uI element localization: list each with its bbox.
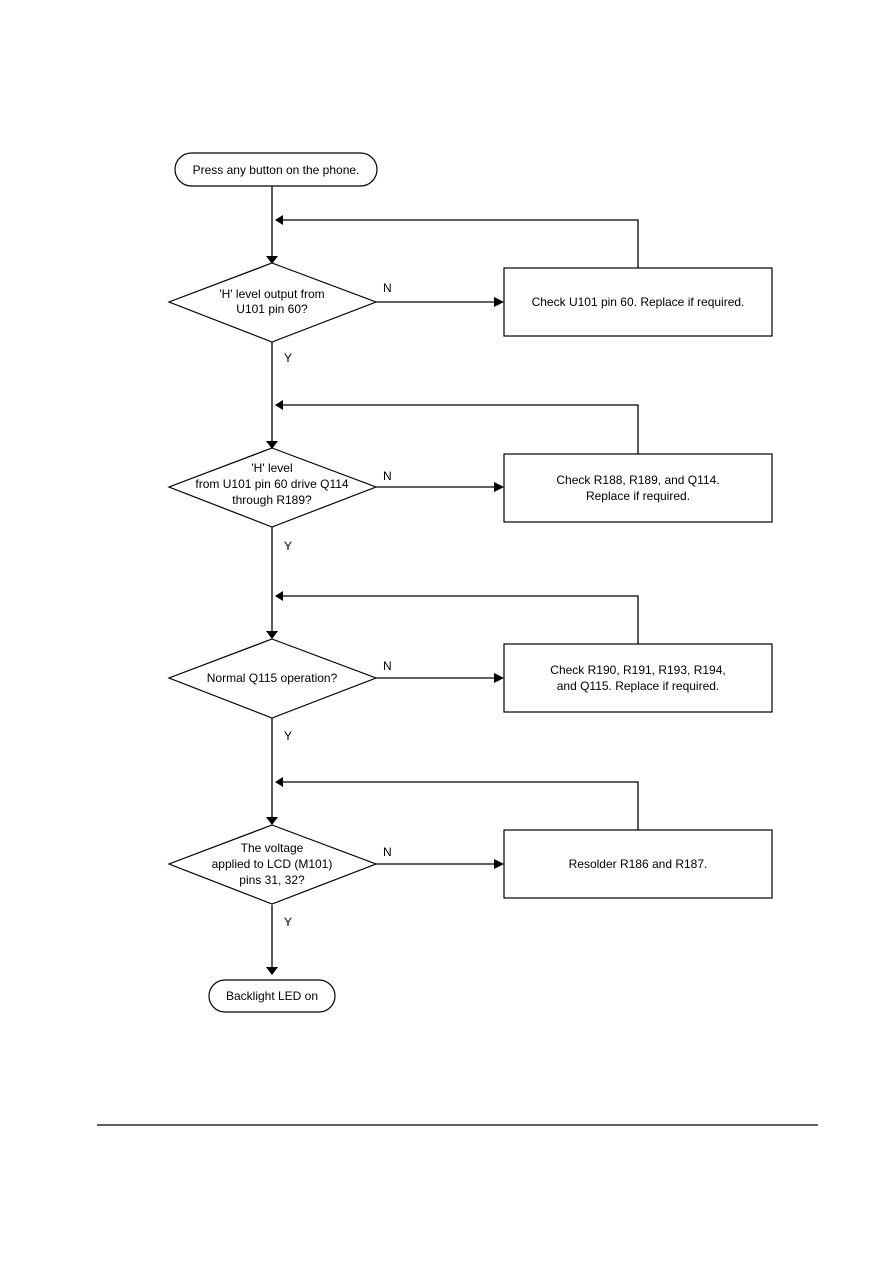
- feedback-loop-3: [275, 591, 639, 644]
- no-branch-2: N: [376, 469, 504, 492]
- yes-label-2: Y: [284, 539, 292, 553]
- decision-2-line-1: 'H' level: [251, 461, 292, 475]
- action-3-line-1: Check R190, R191, R193, R194,: [550, 663, 725, 677]
- action-2: Check R188, R189, and Q114. Replace if r…: [503, 453, 773, 523]
- no-label-2: N: [383, 469, 392, 483]
- decision-4-line-1: The voltage: [241, 841, 304, 855]
- action-3-line-2: and Q115. Replace if required.: [557, 679, 720, 693]
- decision-3: Normal Q115 operation?: [167, 638, 378, 719]
- main-flow-lines: [266, 186, 278, 975]
- action-4: Resolder R186 and R187.: [503, 829, 773, 899]
- feedback-loop-1: [275, 215, 639, 268]
- start-label: Press any button on the phone.: [193, 163, 360, 177]
- decision-2-line-2: from U101 pin 60 drive Q114: [195, 477, 349, 491]
- action-3: Check R190, R191, R193, R194, and Q115. …: [503, 643, 773, 713]
- decision-4: The voltage applied to LCD (M101) pins 3…: [167, 824, 378, 905]
- no-branch-4: N: [376, 845, 504, 869]
- no-label-4: N: [383, 845, 392, 859]
- end-label: Backlight LED on: [226, 989, 318, 1003]
- decision-3-line-1: Normal Q115 operation?: [207, 671, 338, 685]
- decision-4-line-3: pins 31, 32?: [239, 873, 305, 887]
- action-1-line-1: Check U101 pin 60. Replace if required.: [532, 295, 745, 309]
- no-branch-3: N: [376, 659, 504, 683]
- action-4-line-1: Resolder R186 and R187.: [569, 857, 708, 871]
- decision-1-line-2: U101 pin 60?: [236, 302, 308, 316]
- action-2-line-1: Check R188, R189, and Q114.: [556, 473, 719, 487]
- feedback-loop-2: [275, 400, 639, 454]
- start-terminator: Press any button on the phone.: [174, 152, 378, 187]
- no-label-1: N: [383, 281, 392, 295]
- decision-2: 'H' level from U101 pin 60 drive Q114 th…: [167, 447, 378, 528]
- no-label-3: N: [383, 659, 392, 673]
- yes-label-4: Y: [284, 915, 292, 929]
- decision-2-line-3: through R189?: [232, 493, 312, 507]
- end-terminator: Backlight LED on: [208, 979, 336, 1013]
- decision-1-line-1: 'H' level output from: [219, 287, 324, 301]
- yes-label-3: Y: [284, 729, 292, 743]
- decision-1: 'H' level output from U101 pin 60?: [167, 262, 378, 343]
- action-1: Check U101 pin 60. Replace if required.: [503, 267, 773, 337]
- yes-label-1: Y: [284, 351, 292, 365]
- no-branch-1: N: [376, 281, 504, 307]
- decision-4-line-2: applied to LCD (M101): [212, 857, 333, 871]
- feedback-loop-4: [275, 777, 639, 830]
- action-2-line-2: Replace if required.: [586, 489, 690, 503]
